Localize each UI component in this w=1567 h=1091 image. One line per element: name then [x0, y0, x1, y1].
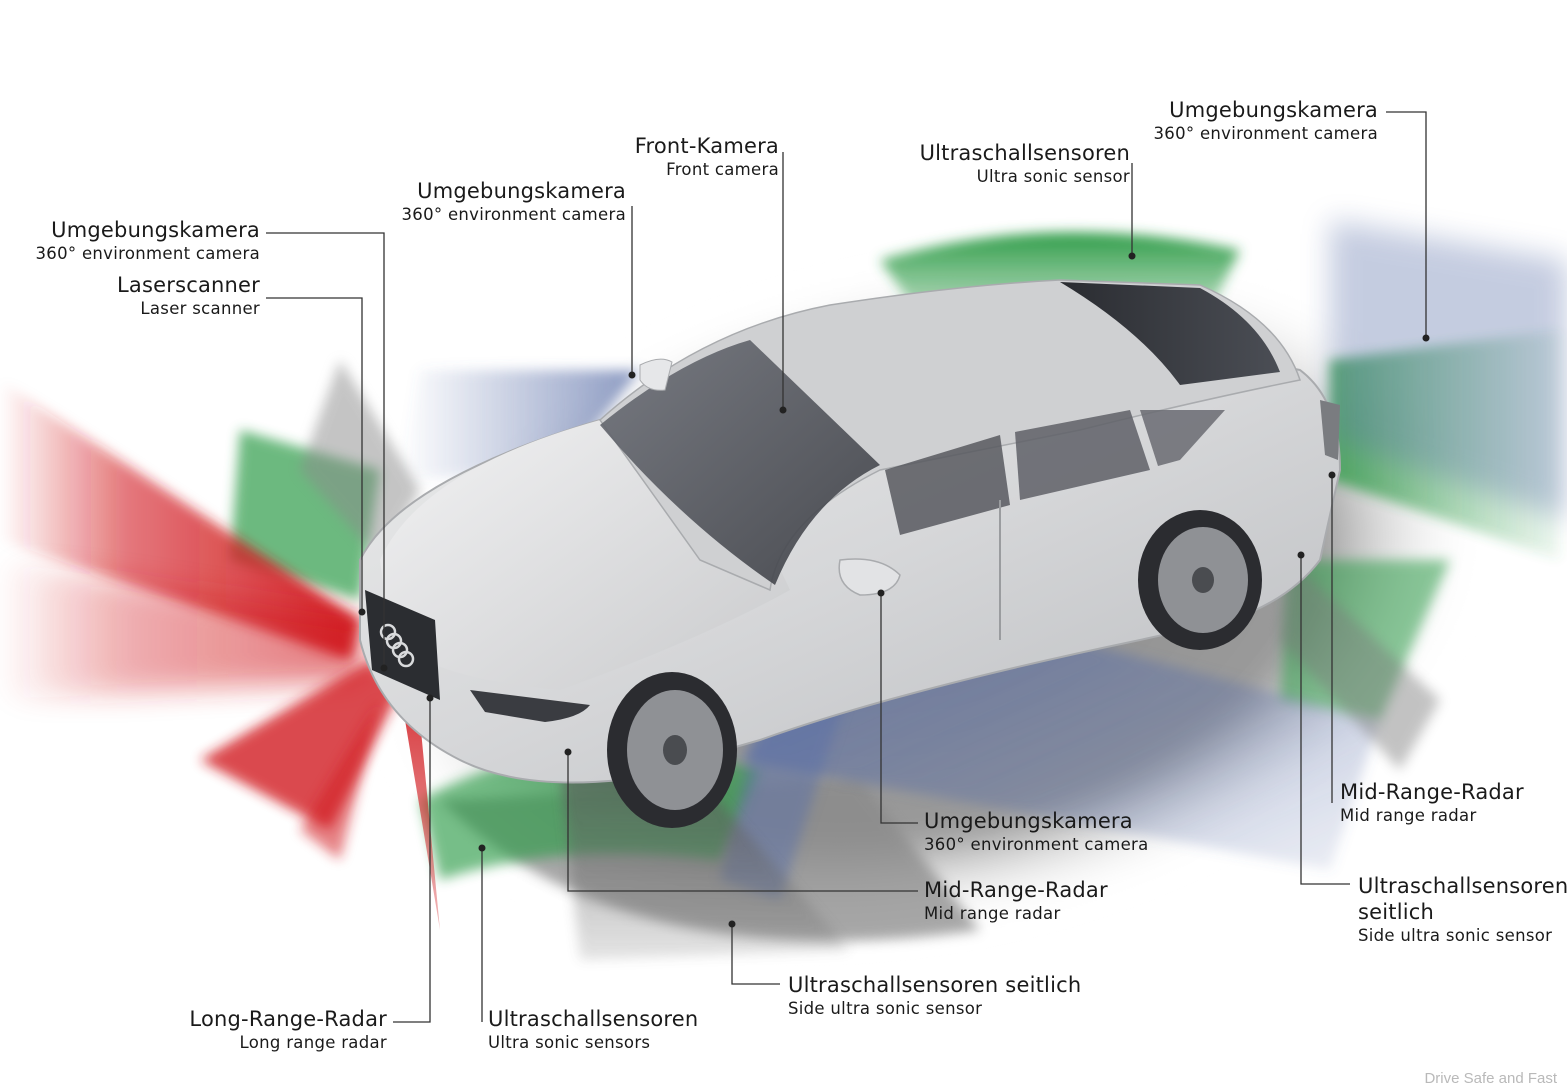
label-en: Ultra sonic sensors [488, 1033, 651, 1052]
front-wheel [607, 672, 737, 828]
label-en: Ultra sonic sensor [976, 167, 1130, 186]
rear-wheel [1138, 510, 1262, 650]
label-front-camera: Front-Kamera Front camera [635, 136, 779, 179]
leader-laserscanner [266, 297, 363, 612]
label-top-left-camera: Umgebungskamera 360° environment camera [35, 220, 260, 263]
watermark: Drive Safe and Fast [1424, 1070, 1557, 1087]
label-en: Side ultra sonic sensor [788, 999, 983, 1018]
label-long-range-radar: Long-Range-Radar Long range radar [189, 1009, 387, 1052]
leader-top-left-camera [266, 232, 385, 668]
label-de: Umgebungskamera [417, 179, 626, 203]
label-mid-range-radar-front: Mid-Range-Radar Mid range radar [924, 880, 1108, 923]
label-de: Ultraschallsensoren [919, 141, 1130, 165]
label-side-ultrasonic-rear: Ultraschallsensoren seitlich Side ultra … [1358, 876, 1567, 945]
label-de: Mid-Range-Radar [1340, 780, 1524, 804]
label-en: 360° environment camera [924, 835, 1149, 854]
label-en: Mid range radar [924, 904, 1061, 923]
label-en: 360° environment camera [1153, 124, 1378, 143]
label-rear-camera: Umgebungskamera 360° environment camera [1153, 100, 1378, 143]
label-en: 360° environment camera [35, 244, 260, 263]
label-de: Laserscanner [117, 273, 260, 297]
label-en: Front camera [666, 160, 779, 179]
label-mirror-camera-left: Umgebungskamera 360° environment camera [401, 181, 626, 224]
leader-long-range-radar [393, 698, 431, 1023]
leader-mid-range-radar-front [567, 752, 918, 892]
label-mid-range-radar-right: Mid-Range-Radar Mid range radar [1340, 782, 1524, 825]
leader-lines [266, 111, 1427, 1023]
label-de: Front-Kamera [634, 134, 779, 158]
label-de: Umgebungskamera [924, 809, 1133, 833]
label-en: Mid range radar [1340, 806, 1477, 825]
label-de: Ultraschallsensoren seitlich [788, 973, 1082, 997]
label-de-line2: seitlich [1358, 900, 1435, 924]
label-de: Mid-Range-Radar [924, 878, 1108, 902]
label-en: Laser scanner [140, 299, 260, 318]
label-de: Ultraschallsensoren [488, 1007, 699, 1031]
label-de: Umgebungskamera [51, 218, 260, 242]
label-en: Long range radar [239, 1033, 387, 1052]
sensor-dots [358, 252, 1430, 928]
label-side-ultrasonic-front: Ultraschallsensoren seitlich Side ultra … [788, 975, 1081, 1018]
label-mirror-camera-right: Umgebungskamera 360° environment camera [924, 811, 1149, 854]
label-ultrasonic-top: Ultraschallsensoren Ultra sonic sensor [920, 143, 1130, 186]
car [359, 279, 1342, 828]
audi-rings [379, 623, 415, 668]
leader-side-ultrasonic-rear [1300, 555, 1350, 885]
label-ultrasonic-front: Ultraschallsensoren Ultra sonic sensors [488, 1009, 698, 1052]
leader-rear-camera [1386, 111, 1427, 338]
label-de: Umgebungskamera [1169, 98, 1378, 122]
label-laserscanner: Laserscanner Laser scanner [117, 275, 260, 318]
leader-side-ultrasonic-front [731, 924, 780, 985]
label-en: 360° environment camera [401, 205, 626, 224]
label-en: Side ultra sonic sensor [1358, 926, 1553, 945]
label-de-line1: Ultraschallsensoren [1358, 874, 1567, 898]
leader-mirror-camera-right [880, 593, 918, 824]
label-de: Long-Range-Radar [189, 1007, 387, 1031]
